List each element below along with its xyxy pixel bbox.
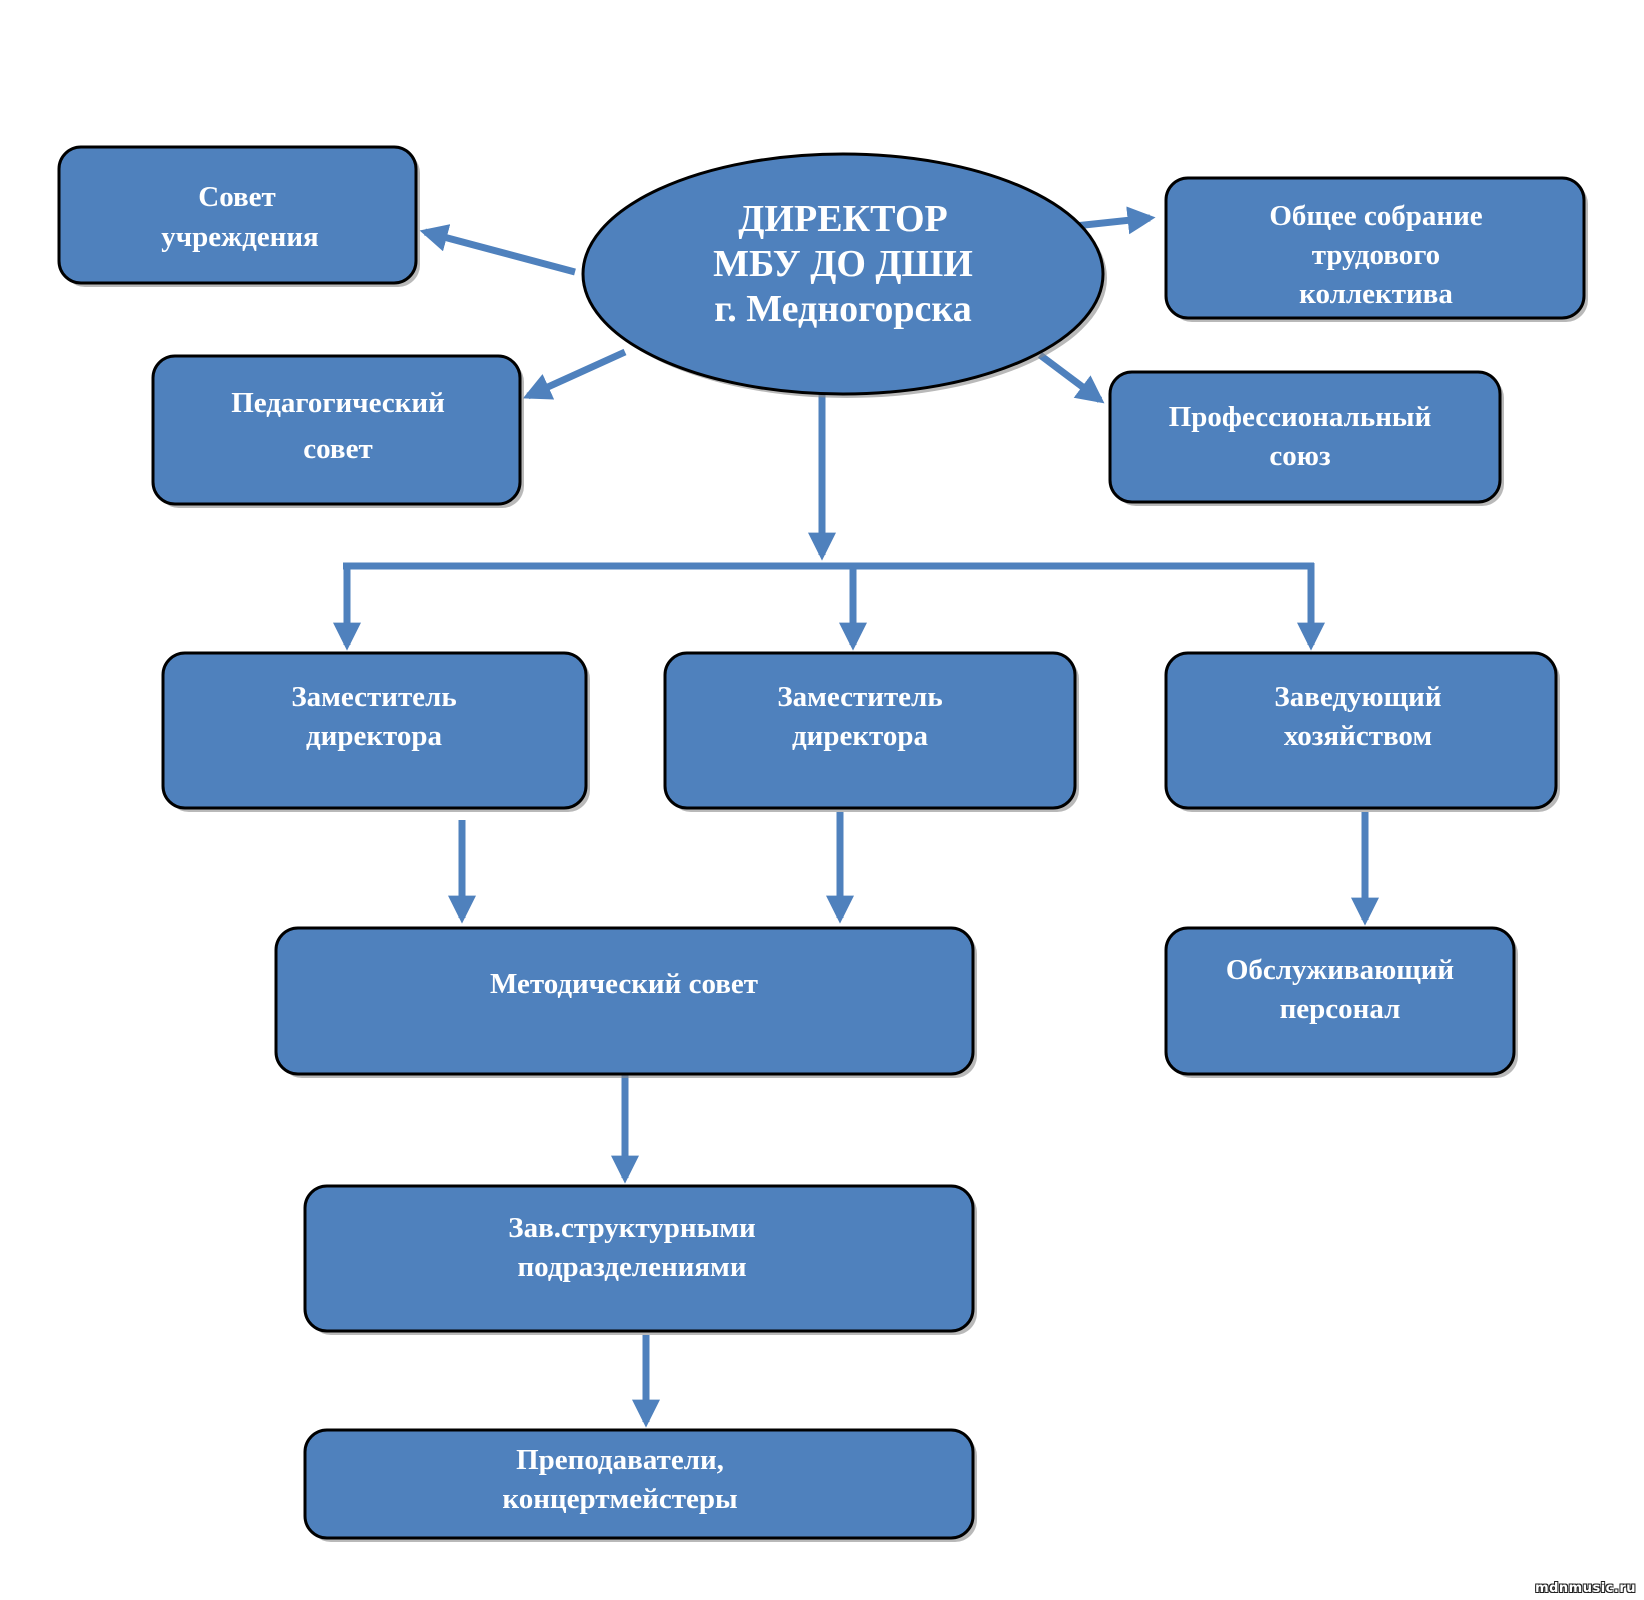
node-metod-sovet: Методический совет xyxy=(274,926,977,1078)
node-zavhoz: Заведующий хозяйством xyxy=(1164,651,1560,812)
zam2-line-1: Заместитель xyxy=(777,681,942,713)
zavhoz-line-2: хозяйством xyxy=(1284,720,1432,752)
zav-struct-line-2: подразделениями xyxy=(517,1251,746,1283)
director-line-2: МБУ ДО ДШИ xyxy=(713,243,973,285)
node-zam1: Заместитель директора xyxy=(161,651,590,812)
node-obshchee-sobranie: Общее собрание трудового коллектива xyxy=(1164,176,1588,322)
obsluzh-line-1: Обслуживающий xyxy=(1226,954,1454,986)
zam2-line-2: директора xyxy=(792,720,929,752)
node-sovet: Совет учреждения xyxy=(57,145,420,287)
arrow-director-to-sovet xyxy=(419,224,576,276)
node-ped-sovet: Педагогический совет xyxy=(151,354,524,508)
ped-sovet-line-1: Педагогический xyxy=(231,387,445,419)
zam1-line-1: Заместитель xyxy=(291,681,456,713)
zavhoz-line-1: Заведующий xyxy=(1274,681,1441,713)
node-obsluzh: Обслуживающий персонал xyxy=(1164,926,1518,1078)
metod-sovet-line-1: Методический совет xyxy=(490,968,758,1000)
arrow-director-to-profsoyuz xyxy=(1037,352,1105,404)
obshchee-line-3: коллектива xyxy=(1299,278,1453,310)
watermark: mdnmusic.ru xyxy=(1535,1581,1636,1596)
sovet-line-1: Совет xyxy=(198,181,276,213)
zav-struct-line-1: Зав.структурными xyxy=(508,1212,755,1244)
obsluzh-line-2: персонал xyxy=(1280,993,1401,1025)
profsoyuz-line-2: союз xyxy=(1269,440,1330,472)
node-zam2: Заместитель директора xyxy=(663,651,1079,812)
obshchee-line-1: Общее собрание xyxy=(1269,200,1482,232)
ped-sovet-line-2: совет xyxy=(303,433,372,465)
profsoyuz-line-1: Профессиональный xyxy=(1169,401,1432,433)
connectors xyxy=(333,206,1379,1428)
zam1-line-2: директора xyxy=(306,720,443,752)
node-zav-struct: Зав.структурными подразделениями xyxy=(303,1184,977,1335)
director-line-1: ДИРЕКТОР xyxy=(738,198,947,240)
director-line-3: г. Медногорска xyxy=(714,288,971,330)
arrow-director-to-ped-sovet xyxy=(522,348,627,400)
sovet-line-2: учреждения xyxy=(161,221,319,253)
node-prepod: Преподаватели, концертмейстеры xyxy=(303,1428,977,1542)
node-profsoyuz: Профессиональный союз xyxy=(1108,370,1504,506)
prepod-line-2: концертмейстеры xyxy=(502,1483,737,1515)
arrow-director-to-obshchee xyxy=(1074,206,1156,235)
director-node: ДИРЕКТОР МБУ ДО ДШИ г. Медногорска xyxy=(581,152,1107,398)
obshchee-line-2: трудового xyxy=(1312,239,1440,271)
prepod-line-1: Преподаватели, xyxy=(516,1444,724,1476)
